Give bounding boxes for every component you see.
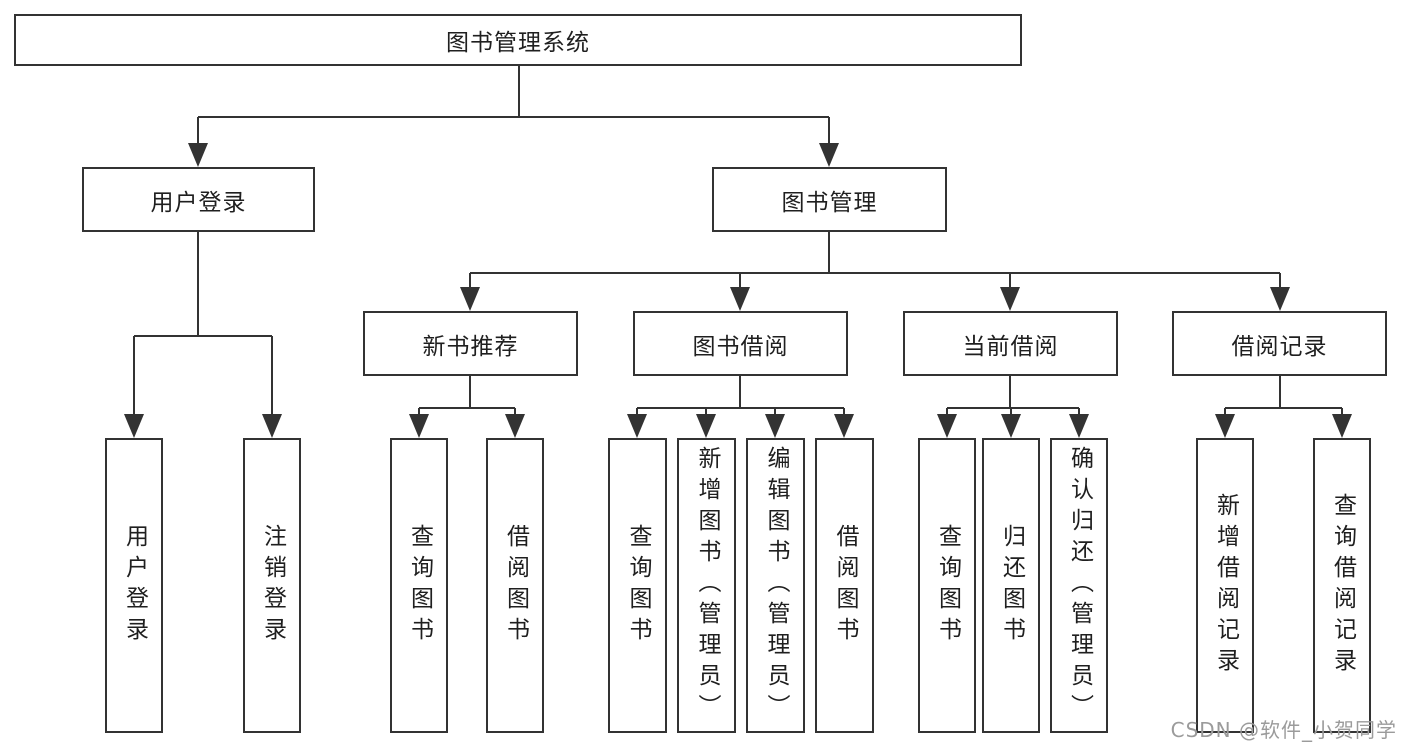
node-current-borrowing: 当前借阅 bbox=[903, 311, 1118, 376]
edge-current-to-leaves bbox=[946, 376, 1080, 416]
leaf-edit-book-admin-label: 编辑图书（管理员） bbox=[763, 446, 789, 725]
edge-records-to-leaves bbox=[1224, 376, 1343, 416]
leaf-borrow-books-label: 借阅图书 bbox=[832, 523, 858, 648]
node-book-management: 图书管理 bbox=[712, 167, 947, 232]
node-root-label: 图书管理系统 bbox=[446, 30, 590, 56]
leaf-edit-book-admin: 编辑图书（管理员） bbox=[746, 438, 805, 733]
leaf-query-books-borrow: 查询图书 bbox=[608, 438, 667, 733]
edge-login-to-leaves bbox=[133, 232, 273, 416]
node-user-login-label: 用户登录 bbox=[150, 189, 247, 216]
leaf-query-books-borrow-label: 查询图书 bbox=[625, 523, 651, 648]
leaf-return-books: 归还图书 bbox=[982, 438, 1040, 733]
node-new-book-recommendation-label: 新书推荐 bbox=[422, 333, 519, 360]
leaf-query-books-recommend-label: 查询图书 bbox=[406, 523, 433, 648]
node-user-login: 用户登录 bbox=[82, 167, 315, 232]
leaf-query-borrow-record: 查询借阅记录 bbox=[1313, 438, 1371, 733]
leaf-borrow-books-recommend-label: 借阅图书 bbox=[502, 523, 529, 648]
arrowheads bbox=[124, 143, 1352, 438]
leaf-borrow-books: 借阅图书 bbox=[815, 438, 874, 733]
leaf-confirm-return-admin-label: 确认归还（管理员） bbox=[1066, 446, 1093, 725]
edge-newbook-to-leaves bbox=[418, 376, 516, 416]
node-borrowing-records-label: 借阅记录 bbox=[1231, 333, 1328, 360]
leaf-query-books-recommend: 查询图书 bbox=[390, 438, 448, 733]
leaf-user-login: 用户登录 bbox=[105, 438, 163, 733]
edge-root-to-level2 bbox=[197, 66, 830, 145]
leaf-query-books-current-label: 查询图书 bbox=[934, 523, 961, 648]
watermark: CSDN @软件_小贺同学 bbox=[1170, 718, 1397, 742]
node-book-borrowing: 图书借阅 bbox=[633, 311, 848, 376]
leaf-query-books-current: 查询图书 bbox=[918, 438, 976, 733]
edge-borrow-to-leaves bbox=[636, 376, 845, 416]
leaf-query-borrow-record-label: 查询借阅记录 bbox=[1329, 492, 1356, 679]
leaf-confirm-return-admin: 确认归还（管理员） bbox=[1050, 438, 1108, 733]
leaf-add-borrow-record: 新增借阅记录 bbox=[1196, 438, 1254, 733]
leaf-return-books-label: 归还图书 bbox=[998, 523, 1025, 648]
node-new-book-recommendation: 新书推荐 bbox=[363, 311, 578, 376]
leaf-logout-label: 注销登录 bbox=[259, 523, 286, 648]
node-borrowing-records: 借阅记录 bbox=[1172, 311, 1387, 376]
leaf-add-borrow-record-label: 新增借阅记录 bbox=[1212, 492, 1239, 679]
leaf-borrow-books-recommend: 借阅图书 bbox=[486, 438, 544, 733]
leaf-add-book-admin-label: 新增图书（管理员） bbox=[694, 446, 720, 725]
edge-mgmt-to-level3 bbox=[469, 232, 1281, 289]
leaf-add-book-admin: 新增图书（管理员） bbox=[677, 438, 736, 733]
node-root: 图书管理系统 bbox=[14, 14, 1022, 66]
leaf-user-login-label: 用户登录 bbox=[121, 523, 148, 648]
node-book-management-label: 图书管理 bbox=[781, 189, 878, 216]
node-book-borrowing-label: 图书借阅 bbox=[692, 333, 789, 360]
node-current-borrowing-label: 当前借阅 bbox=[962, 333, 1059, 360]
leaf-logout: 注销登录 bbox=[243, 438, 301, 733]
